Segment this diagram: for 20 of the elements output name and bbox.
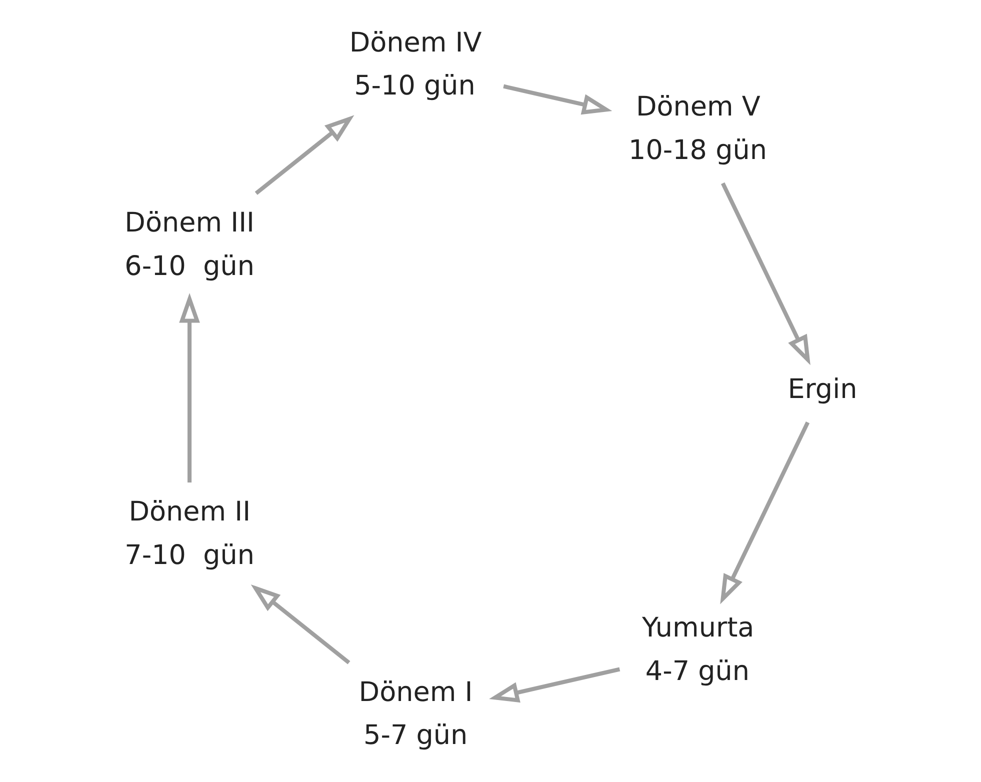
node-label: 5-10 gün [354,70,475,102]
arrow [720,422,810,604]
node-label: 5-7 gün [363,720,468,752]
arrow [178,293,200,483]
node-text: Ergin [787,374,857,405]
node-text: Dönem I [358,676,472,708]
arrow [250,584,350,664]
node-text: Dönem V [635,92,760,123]
node-label: 10-18 gün [628,134,766,166]
node-label: 7-10 gün [124,540,254,571]
node-text: Dönem II [128,496,250,528]
node-label: 6-10 gün [124,250,254,282]
arrow [720,182,810,366]
arrow [502,84,612,115]
arrow [254,115,354,195]
node-text: Yumurta [642,612,754,644]
node-label: 4-7 gün [644,656,749,687]
node-text: Dönem IV [348,27,482,58]
node-text: Dönem III [124,208,254,239]
arrow [488,667,620,703]
